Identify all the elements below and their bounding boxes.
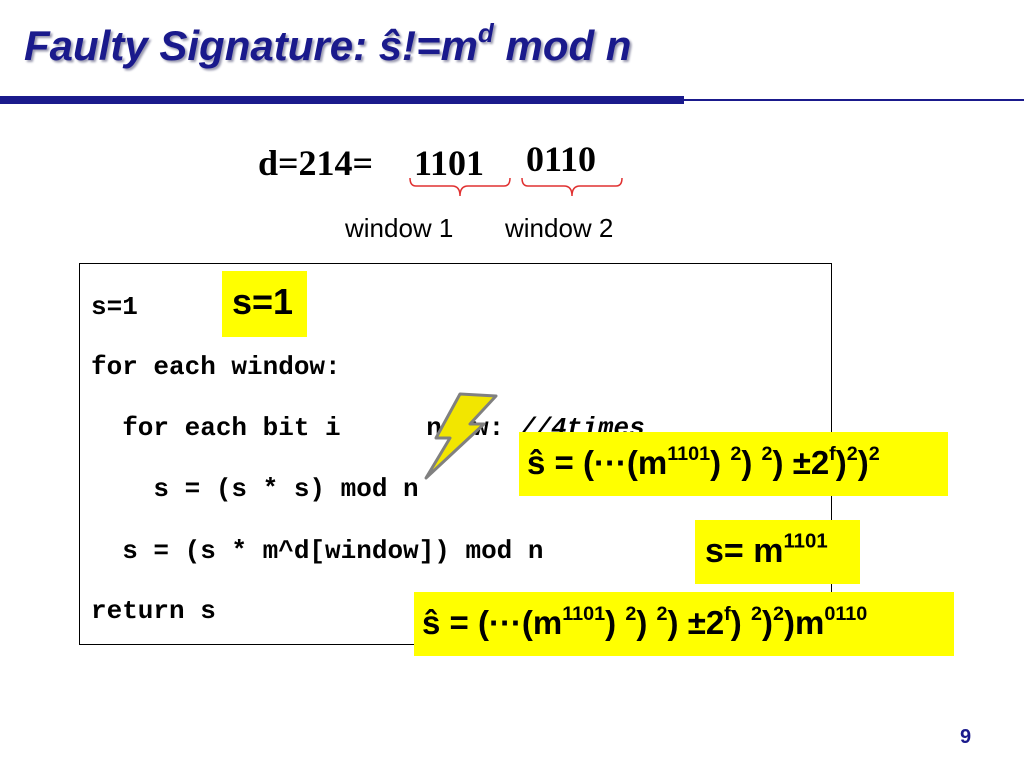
eq3-exp: f [724, 603, 731, 626]
slide-title: Faulty Signature: ŝ!=md mod n [24, 20, 632, 70]
eq3-exp: 2 [750, 603, 762, 626]
eq3-exp: 0110 [824, 603, 868, 626]
window2-label: window 2 [505, 213, 614, 243]
eq2-exp: 1101 [783, 530, 828, 553]
s-init-highlight: s=1 [222, 271, 307, 337]
eq1-part: ) [741, 444, 753, 481]
eq1-exp: 2 [846, 443, 858, 466]
eq1-exp: 2 [730, 443, 742, 466]
eq3-part: ) [730, 604, 742, 641]
lightning-bolt-icon [424, 392, 498, 480]
code-line-1: s=1 [91, 292, 138, 322]
code-line-4: s = (s * s) mod n [91, 474, 419, 504]
window1-bits: 1101 [414, 143, 485, 183]
title-rule-thin [684, 99, 1024, 101]
eq3-exp: 2 [772, 603, 784, 626]
key-expression: d=214= [258, 143, 374, 183]
code-line-5: s = (s * m^d[window]) mod n [91, 536, 544, 566]
eq1-part: ) [710, 444, 722, 481]
eq3-part: ) [761, 604, 773, 641]
eq1-exp: 1101 [667, 443, 711, 466]
eq1-part: ) [857, 444, 869, 481]
window2-bits: 0110 [526, 139, 597, 179]
window1-brace [409, 177, 511, 197]
code-line-3-start: for each bit i [91, 413, 357, 443]
title-main: Faulty Signature: ŝ!=m [24, 22, 478, 69]
eq3-exp: 2 [656, 603, 668, 626]
eq1-exp: f [829, 443, 836, 466]
code-line-6: return s [91, 596, 216, 626]
faulty-signature-equation: ŝ = (···(m1101) 2) 2) ±2f)2)2 [519, 432, 948, 496]
title-rule-thick [0, 96, 684, 104]
eq1-exp: 2 [868, 443, 880, 466]
eq2-part: s= m [705, 532, 784, 570]
eq1-part: ) ±2 [772, 444, 830, 481]
eq3-part: ) [605, 604, 617, 641]
eq1-exp: 2 [761, 443, 773, 466]
title-tail: mod n [493, 22, 632, 69]
eq1-part: ŝ = (···(m [527, 444, 668, 481]
eq3-part: )m [783, 604, 825, 641]
title-superscript: d [477, 18, 494, 48]
final-faulty-signature-equation: ŝ = (···(m1101) 2) 2) ±2f) 2)2)m0110 [414, 592, 954, 656]
eq3-part: ) [636, 604, 648, 641]
eq1-part: ) [835, 444, 847, 481]
window-result-highlight: s= m1101 [695, 520, 860, 584]
eq3-exp: 1101 [562, 603, 606, 626]
eq3-part: ) ±2 [667, 604, 725, 641]
eq3-exp: 2 [625, 603, 637, 626]
window1-label: window 1 [345, 213, 454, 243]
code-line-2: for each window: [91, 352, 341, 382]
eq3-part: ŝ = (···(m [422, 604, 563, 641]
page-number: 9 [960, 726, 972, 748]
window2-brace [521, 177, 623, 197]
